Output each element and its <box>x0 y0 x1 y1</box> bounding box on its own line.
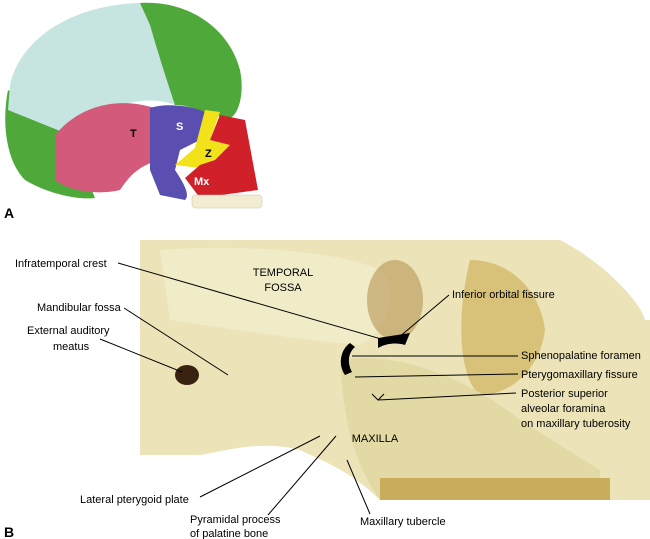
label-infratemporal-crest: Infratemporal crest <box>15 258 107 270</box>
label-temporal: T <box>130 128 137 140</box>
frontal-bone <box>140 2 242 118</box>
label-external-auditory-meatus-1: External auditory <box>27 325 110 337</box>
label-pyramidal-process-1: Pyramidal process <box>190 514 281 526</box>
inferior-orbital-fissure-mark <box>378 333 410 348</box>
leader-lines <box>99 262 519 516</box>
posterior-orbit <box>367 260 423 340</box>
label-external-auditory-meatus-2: meatus <box>53 341 90 353</box>
label-pterygomaxillary-fissure: Pterygomaxillary fissure <box>521 369 638 381</box>
maxilla-region <box>340 358 600 500</box>
label-mandibular-fossa: Mandibular fossa <box>37 302 122 314</box>
label-lateral-pterygoid-plate: Lateral pterygoid plate <box>80 494 189 506</box>
sphenoid-bone <box>150 105 205 200</box>
label-maxilla: Mx <box>194 176 210 188</box>
region-temporal-fossa-line1: TEMPORAL <box>253 267 314 279</box>
region-maxilla: MAXILLA <box>352 433 399 445</box>
external-auditory-meatus <box>175 365 199 385</box>
sphenopalatine-foramen <box>340 343 355 375</box>
label-psa-foramina-3: on maxillary tuberosity <box>521 418 631 430</box>
teeth <box>191 194 263 209</box>
skull-photo <box>140 240 650 500</box>
panel-a-letter: A <box>4 205 14 221</box>
label-sphenopalatine-foramen: Sphenopalatine foramen <box>521 350 641 362</box>
label-pyramidal-process-2: of palatine bone <box>190 528 268 539</box>
label-psa-foramina-1: Posterior superior <box>521 388 608 400</box>
region-temporal-fossa-line2: FOSSA <box>264 282 302 294</box>
skull-illustration <box>5 2 263 209</box>
label-sphenoid: S <box>176 121 183 133</box>
panel-b-letter: B <box>4 524 14 539</box>
maxilla-bone <box>185 115 258 198</box>
temporal-bone <box>55 103 173 193</box>
parietal-bone <box>8 3 175 135</box>
zygomatic-bone <box>175 110 230 168</box>
maxillary-teeth <box>380 478 610 500</box>
label-psa-foramina-2: alveolar foramina <box>521 403 606 415</box>
label-inferior-orbital-fissure: Inferior orbital fissure <box>452 289 555 301</box>
label-zygomatic: Z <box>205 148 212 160</box>
label-maxillary-tubercle: Maxillary tubercle <box>360 516 446 528</box>
temporal-fossa <box>160 247 391 345</box>
orbit <box>461 260 545 395</box>
